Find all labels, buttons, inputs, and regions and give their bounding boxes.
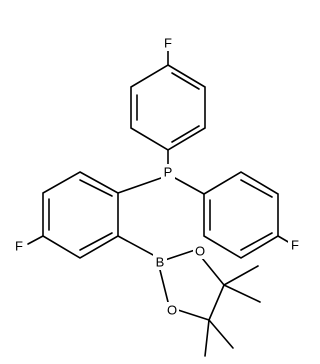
atom-f-left-label: F — [15, 239, 23, 254]
right-fluorophenyl-ring — [203, 171, 291, 259]
pinacol-boronate — [117, 235, 261, 357]
atom-f-top: F — [161, 35, 175, 51]
atom-o-upper-label: O — [195, 244, 205, 259]
central-fluorophenyl-ring — [27, 171, 119, 259]
atom-o-upper: O — [193, 243, 207, 259]
atom-f-top-label: F — [164, 36, 172, 51]
atom-o-lower-label: O — [167, 303, 177, 318]
atom-p: P — [161, 164, 175, 180]
phosphorus-bonds — [117, 149, 205, 195]
atom-b-label: B — [156, 255, 165, 270]
atom-b: B — [153, 254, 167, 270]
atom-f-right: F — [288, 237, 302, 253]
atom-o-lower: O — [165, 302, 179, 318]
atom-f-right-label: F — [291, 238, 299, 253]
atom-f-left: F — [12, 238, 26, 254]
atom-p-label: P — [164, 165, 173, 180]
top-fluorophenyl-ring — [130, 49, 206, 151]
molecule-diagram: F P F F B O O — [12, 35, 302, 357]
